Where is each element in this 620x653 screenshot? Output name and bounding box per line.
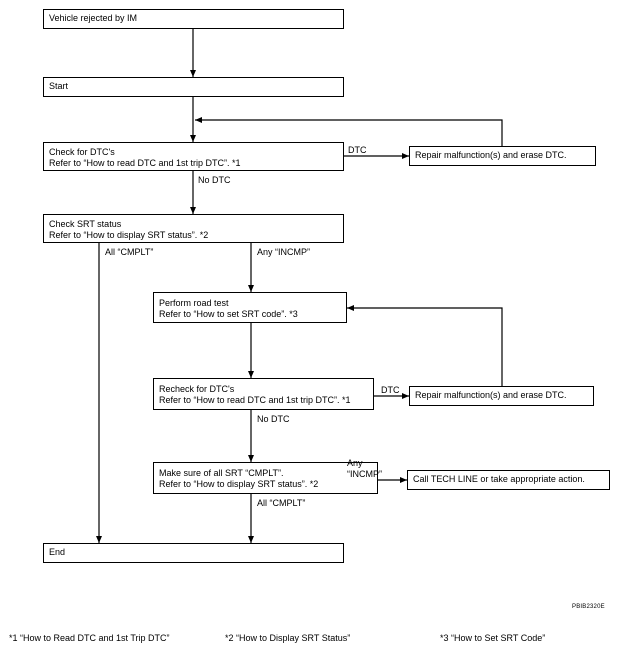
- box-recheck-dtc-line1: Recheck for DTC's: [159, 384, 235, 394]
- footnote-2: *2 “How to Display SRT Status”: [225, 633, 351, 643]
- label-any-incmp-2b: “INCMP”: [347, 469, 382, 479]
- box-make-sure-srt-line1: Make sure of all SRT “CMPLT”.: [159, 468, 284, 478]
- box-repair-2-text: Repair malfunction(s) and erase DTC.: [415, 390, 567, 400]
- label-all-cmplt-2: All “CMPLT”: [257, 498, 306, 508]
- box-recheck-dtc-line2: Refer to “How to read DTC and 1st trip D…: [159, 395, 351, 405]
- box-repair-2: Repair malfunction(s) and erase DTC.: [409, 386, 594, 406]
- footnote-1: *1 “How to Read DTC and 1st Trip DTC”: [9, 633, 170, 643]
- box-repair-1: Repair malfunction(s) and erase DTC.: [409, 146, 596, 166]
- box-end: End: [43, 543, 344, 563]
- box-check-dtc-line1: Check for DTC's: [49, 147, 115, 157]
- arrow-repair1-loop: [195, 117, 503, 146]
- box-end-text: End: [49, 547, 66, 557]
- box-start: Start: [43, 77, 344, 97]
- box-call-tech-line-text: Call TECH LINE or take appropriate actio…: [413, 474, 585, 484]
- label-any-incmp-2a: Any: [347, 458, 363, 468]
- box-check-srt: Check SRT status Refer to “How to displa…: [43, 214, 344, 243]
- box-repair-1-text: Repair malfunction(s) and erase DTC.: [415, 150, 567, 160]
- box-recheck-dtc: Recheck for DTC's Refer to “How to read …: [153, 378, 374, 410]
- box-make-sure-srt: Make sure of all SRT “CMPLT”. Refer to “…: [153, 462, 378, 494]
- footnote-3: *3 “How to Set SRT Code”: [440, 633, 546, 643]
- box-road-test: Perform road test Refer to “How to set S…: [153, 292, 347, 323]
- label-no-dtc-1: No DTC: [198, 175, 231, 185]
- box-check-dtc-line2: Refer to “How to read DTC and 1st trip D…: [49, 158, 241, 168]
- box-make-sure-srt-line2: Refer to “How to display SRT status”. *2: [159, 479, 319, 489]
- box-start-text: Start: [49, 81, 69, 91]
- arrow-repair2-loop: [347, 305, 503, 386]
- label-no-dtc-2: No DTC: [257, 414, 290, 424]
- figure-code: PBIB2320E: [572, 604, 605, 610]
- box-call-tech-line: Call TECH LINE or take appropriate actio…: [407, 470, 610, 490]
- box-road-test-line2: Refer to “How to set SRT code”. *3: [159, 309, 298, 319]
- label-dtc-2: DTC: [381, 385, 400, 395]
- box-check-srt-line1: Check SRT status: [49, 219, 122, 229]
- box-road-test-line1: Perform road test: [159, 298, 229, 308]
- label-dtc-1: DTC: [348, 145, 367, 155]
- box-vehicle-rejected: Vehicle rejected by IM: [43, 9, 344, 29]
- label-all-cmplt-1: All “CMPLT”: [105, 247, 154, 257]
- box-check-dtc: Check for DTC's Refer to “How to read DT…: [43, 142, 344, 171]
- label-any-incmp-1: Any “INCMP”: [257, 247, 311, 257]
- box-vehicle-rejected-text: Vehicle rejected by IM: [49, 13, 138, 23]
- box-check-srt-line2: Refer to “How to display SRT status”. *2: [49, 230, 209, 240]
